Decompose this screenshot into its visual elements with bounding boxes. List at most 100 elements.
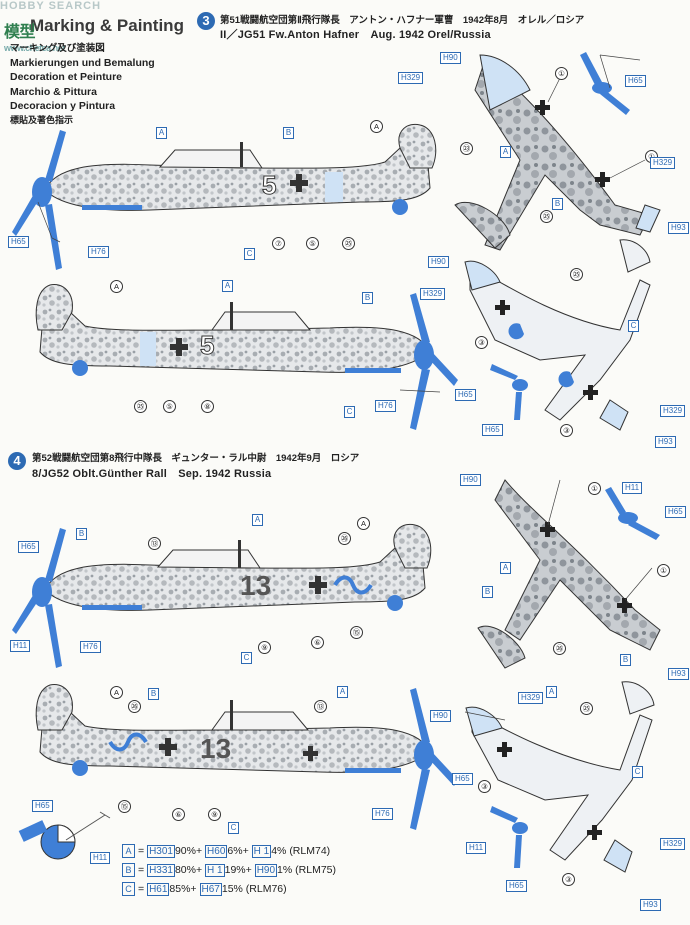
- legend-code: H331: [147, 864, 175, 877]
- s3-side-left: [12, 123, 437, 270]
- s4-top-ref-26: ㉖: [553, 642, 566, 655]
- s3-fuselage-code-left: 5: [261, 170, 277, 201]
- s4-bot-tag-h11: H11: [466, 842, 487, 854]
- s4-ref-6: ⑥: [311, 636, 324, 649]
- s4-ref-26: ㉖: [338, 532, 351, 545]
- s4-top-tag-h93: H93: [668, 668, 689, 680]
- scheme-3-number: 3: [197, 12, 215, 30]
- s4-bot-ref-3b: ③: [562, 873, 575, 886]
- spinner-tag-h65: H65: [32, 800, 53, 812]
- legend-rlm: (RLM76): [245, 883, 287, 895]
- s4-lower-ref-9: ⑨: [208, 808, 221, 821]
- header-line-de: Markierungen und Bemalung: [10, 57, 155, 70]
- s3-ref-5: ⑤: [306, 237, 319, 250]
- s3-top-callout-b: B: [552, 198, 563, 210]
- s4-bot-callout-c: C: [632, 766, 643, 778]
- s4-top-view: [477, 479, 661, 669]
- legend-pct: 4%: [271, 845, 287, 857]
- s4-bot-tag-h90: H90: [430, 710, 451, 722]
- legend-code: H60: [205, 845, 228, 858]
- s3-bot-tag-h90: H90: [428, 256, 449, 268]
- s3-top-tag-h329b: H329: [650, 157, 676, 169]
- s3-callout-a: A: [156, 127, 167, 139]
- scheme-4-title-jp: 第52戦闘航空団第8飛行中隊長 ギュンター・ラル中尉 1942年9月 ロシア: [32, 453, 360, 464]
- s3-top-tag-h90: H90: [440, 52, 461, 64]
- s4-lower-callout-b: B: [148, 688, 159, 700]
- page-title: Marking & Painting: [30, 16, 184, 35]
- s3-top-callout-a: A: [500, 146, 511, 158]
- s3-tag-h65: H65: [8, 236, 29, 248]
- s4-fuselage-code-left: 13: [240, 570, 272, 601]
- s3-top-ref-25: ㉕: [540, 210, 553, 223]
- s4-bot-ref-3: ③: [478, 780, 491, 793]
- s3-fuselage-code-right: 5: [199, 330, 215, 361]
- s3-bot-tag-h329: H329: [420, 288, 446, 300]
- s3-callout-a-circle: A: [370, 120, 383, 133]
- s4-lower-tag-h65: H65: [452, 773, 473, 785]
- s4-bottom-view: [465, 681, 655, 873]
- s4-lower-callout-c: C: [228, 822, 239, 834]
- legend-rlm: (RLM74): [289, 845, 331, 857]
- legend-pct: 80%+: [174, 864, 203, 876]
- s3-lower-callout-a-circle: A: [110, 280, 123, 293]
- s4-lower-ref-6: ⑥: [172, 808, 185, 821]
- s4-top-tag-h11: H11: [622, 482, 643, 494]
- legend-pct: 1%: [277, 864, 293, 876]
- logo: 模型 www.chetea.net: [4, 18, 65, 53]
- scheme-4-number: 4: [8, 452, 26, 470]
- s4-side-left: [12, 523, 432, 668]
- s3-top-tag-h329: H329: [398, 72, 424, 84]
- s4-lower-ref-15: ⑮: [118, 800, 131, 813]
- s3-lower-callout-b: B: [362, 292, 373, 304]
- legend-pct: 85%+: [169, 883, 197, 895]
- legend-pct: 15%: [221, 883, 243, 895]
- legend-code: H67: [199, 883, 222, 896]
- s3-bottom-view: [464, 239, 651, 431]
- legend-code: H61: [147, 883, 170, 896]
- header-line-fr: Decoration et Peinture: [10, 71, 123, 84]
- s3-bot-tag-h329b: H329: [660, 405, 686, 417]
- legend-pct: 6%+: [227, 845, 249, 857]
- s4-bot-ref-25: ㉕: [580, 702, 593, 715]
- s4-top-tag-h90: H90: [460, 474, 481, 486]
- s3-ref-7: ⑦: [272, 237, 285, 250]
- legend-pct: 90%+: [174, 845, 203, 857]
- s3-bot-tag-h93: H93: [655, 436, 676, 448]
- s4-ref-9: ⑨: [258, 641, 271, 654]
- header-line-it: Marchio & Pittura: [10, 85, 97, 98]
- s3-top-tag-h65: H65: [625, 75, 646, 87]
- s4-top-callout-b2: B: [620, 654, 631, 666]
- logo-text: 模型: [4, 24, 36, 41]
- header-line-es: Decoracion y Pintura: [10, 99, 116, 112]
- scheme-3-title-jp: 第51戦闘航空団第Ⅱ飛行隊長 アントン・ハフナー軍曹 1942年8月 オレル／ロ…: [220, 15, 585, 26]
- scheme-4-title-en: 8/JG52 Oblt.Günther Rall Sep. 1942 Russi…: [32, 468, 272, 480]
- legend-code: H 1: [251, 845, 272, 858]
- s3-bot-ref-3: ③: [475, 336, 488, 349]
- s4-tag-h65: H65: [18, 541, 39, 553]
- s4-ref-13: ⑬: [148, 537, 161, 550]
- s3-top-view: [454, 52, 661, 251]
- s4-fuselage-code-right: 13: [200, 733, 232, 764]
- s4-tag-h11: H11: [10, 640, 31, 652]
- s4-lower-tag-h76: H76: [372, 808, 393, 820]
- s4-top-ref-1: ①: [588, 482, 601, 495]
- s3-top-tag-h93: H93: [668, 222, 689, 234]
- s4-lower-callout-a-circle: A: [110, 686, 123, 699]
- s4-lower-ref-13: ⑬: [314, 700, 327, 713]
- s4-callout-c: C: [241, 652, 252, 664]
- legend-pct: 19%+: [224, 864, 252, 876]
- s4-top-callout-b: B: [482, 586, 493, 598]
- scheme-3-title-en: II／JG51 Fw.Anton Hafner Aug. 1942 Orel/R…: [220, 29, 491, 41]
- s4-tag-h76: H76: [80, 641, 101, 653]
- s4-top-callout-a2: A: [546, 686, 557, 698]
- s4-top-tag-h65: H65: [665, 506, 686, 518]
- s3-lower-ref-25: ㉕: [134, 400, 147, 413]
- s4-top-ref-1b: ①: [657, 564, 670, 577]
- spinner-tag-h11: H11: [90, 852, 111, 864]
- s3-bot-ref-25: ㉕: [570, 268, 583, 281]
- header-line-cn: 標貼及著色指示: [10, 115, 74, 126]
